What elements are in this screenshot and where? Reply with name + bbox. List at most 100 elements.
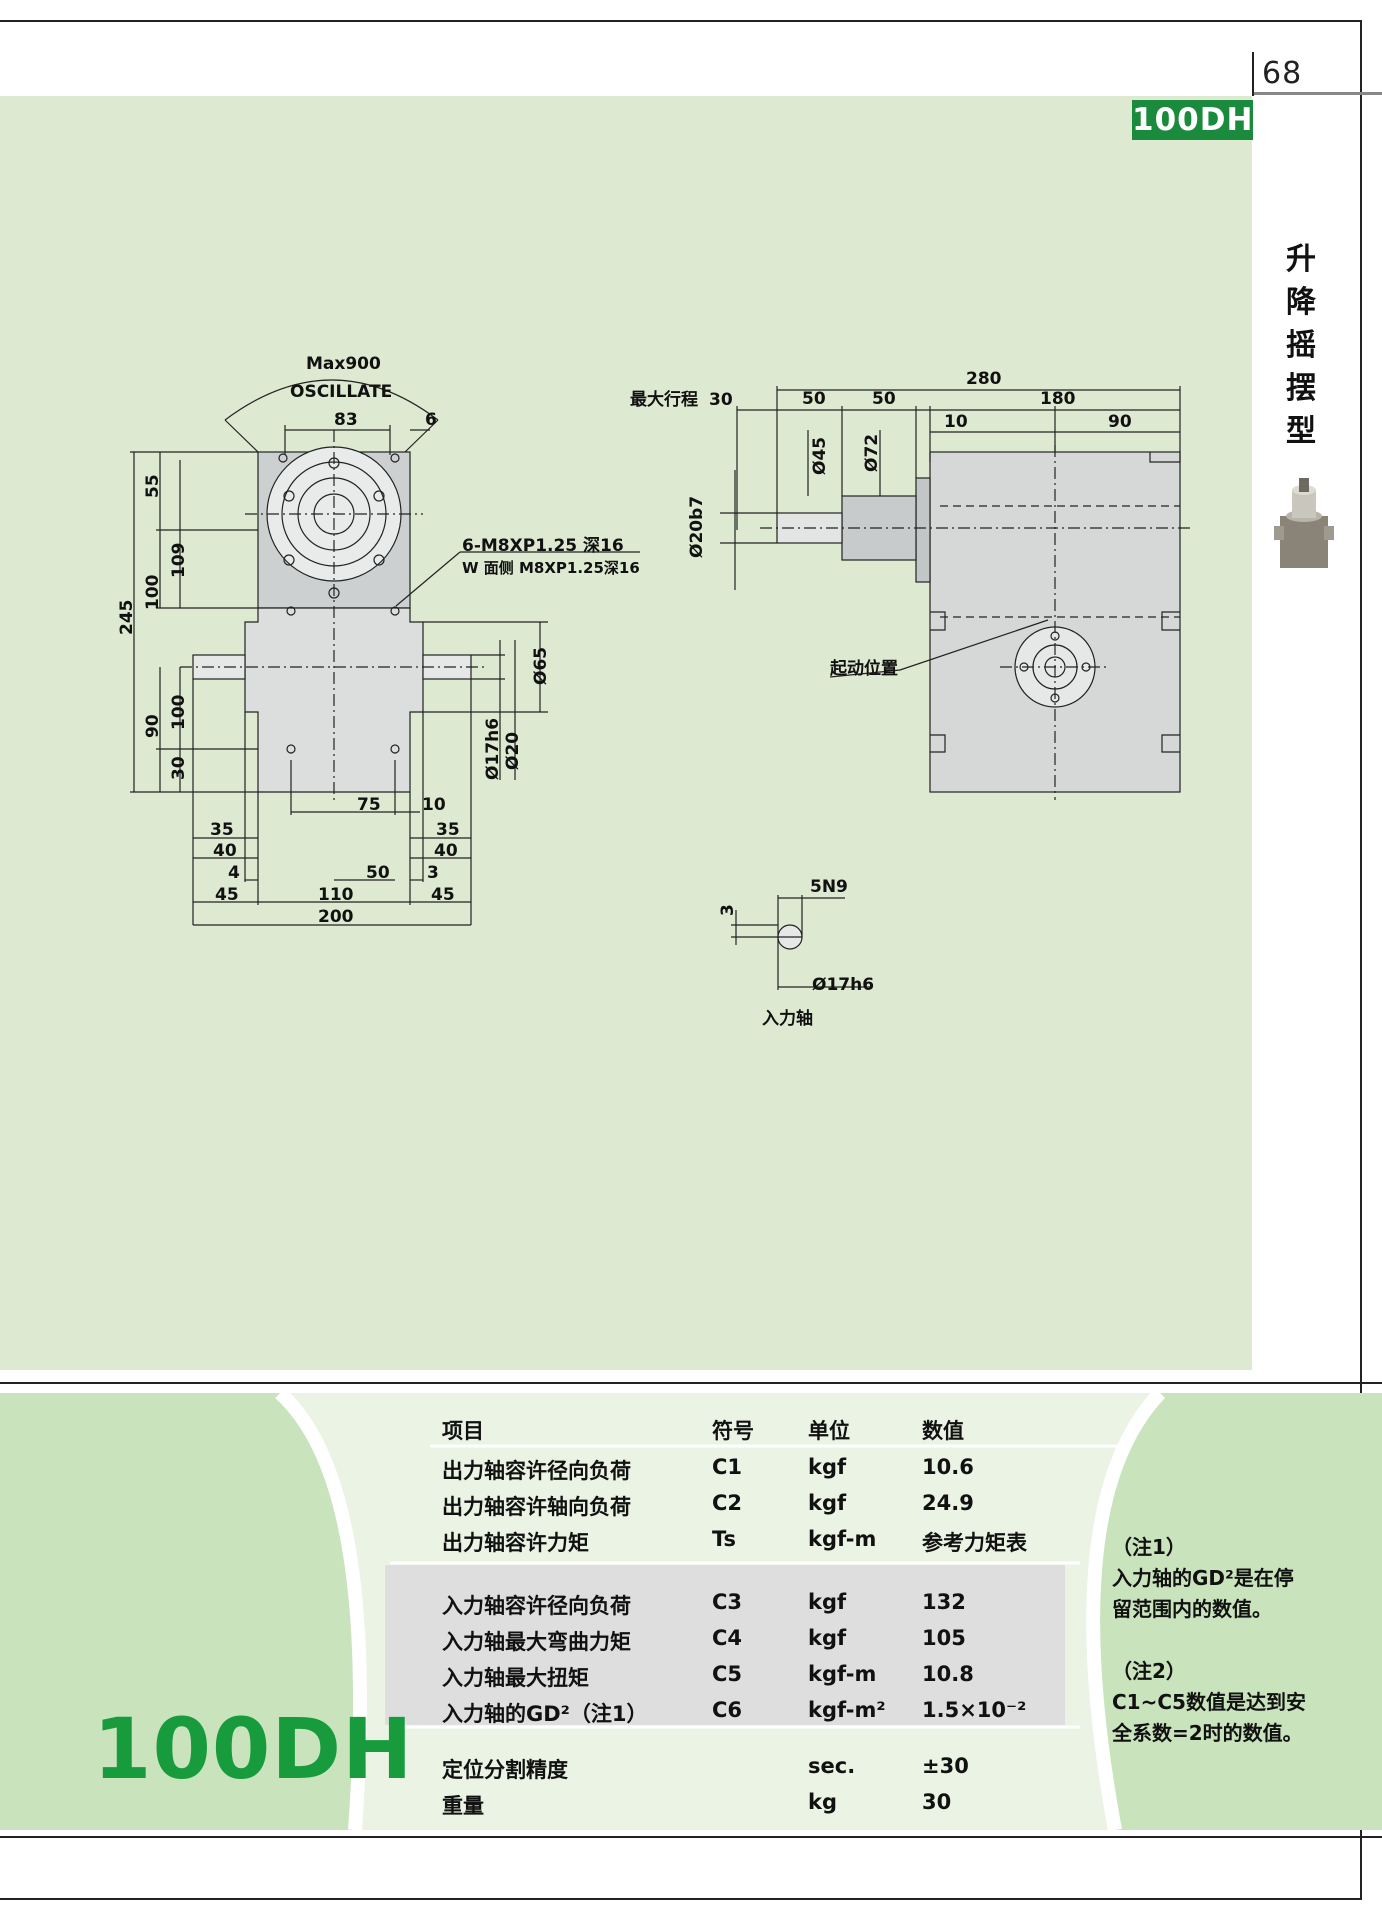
dim: Ø17h6 [812, 975, 874, 995]
dim: 50 [366, 863, 390, 883]
row-item: 入力轴最大扭矩 [442, 1666, 589, 1690]
dim: 50 [802, 389, 826, 409]
dim: Ø65 [531, 647, 551, 685]
category-char: 升 [1286, 242, 1316, 277]
dim: 75 [357, 795, 381, 815]
product-thumbnail [1274, 478, 1334, 568]
frame-right [1360, 20, 1362, 1900]
category-char: 摆 [1286, 371, 1316, 406]
shaft-label: 入力轴 [762, 1008, 813, 1029]
dim: 6 [425, 410, 437, 430]
dim: 100 [169, 694, 189, 730]
dim: 5N9 [810, 877, 848, 897]
row-symbol: C6 [712, 1698, 743, 1722]
row-unit: kgf-m [808, 1527, 877, 1551]
note-text: 入力轴的GD²是在停留范围内的数值。 [1112, 1566, 1294, 1621]
row-unit: kgf [808, 1590, 847, 1614]
row-unit: kgf [808, 1455, 847, 1479]
oscillate-label: OSCILLATE [290, 382, 392, 402]
header-divider [1252, 52, 1254, 96]
dim: 30 [709, 390, 733, 410]
page-number: 68 [1262, 56, 1303, 91]
dim: Ø20 [503, 732, 523, 770]
dim: 35 [436, 820, 460, 840]
oscillate-arc [224, 379, 439, 421]
dim: Ø72 [862, 434, 882, 472]
row-unit: kgf-m² [808, 1698, 886, 1722]
row-unit: kgf [808, 1491, 847, 1515]
row-symbol: C4 [712, 1626, 743, 1650]
stroke-label: 最大行程 [630, 389, 698, 410]
note-title: （注2） [1112, 1659, 1186, 1683]
row-symbol: Ts [712, 1527, 737, 1551]
row-value: 1.5×10⁻² [922, 1698, 1027, 1722]
row-value: 10.6 [922, 1455, 974, 1479]
note-1: （注1） 入力轴的GD²是在停留范围内的数值。 [1112, 1532, 1312, 1625]
dim: 45 [431, 885, 455, 905]
dim: 3 [427, 863, 439, 883]
dim: 90 [1108, 412, 1132, 432]
row-unit: kg [808, 1790, 837, 1814]
row-unit: sec. [808, 1754, 856, 1778]
row-item: 入力轴最大弯曲力矩 [442, 1630, 631, 1654]
dim: 280 [966, 369, 1002, 389]
header-unit: 单位 [808, 1419, 850, 1443]
row-item: 入力轴的GD²（注1） [442, 1702, 648, 1726]
tap-side-note: W 面侧 M8XP1.25深16 [462, 559, 640, 577]
row-symbol: C5 [712, 1662, 743, 1686]
dim: Ø45 [810, 437, 830, 475]
row-value: ±30 [922, 1754, 969, 1778]
row-item: 定位分割精度 [442, 1758, 568, 1782]
frame-top [0, 20, 1362, 22]
header-value: 数值 [922, 1419, 964, 1443]
dim: 30 [169, 756, 189, 780]
category-char: 摇 [1286, 328, 1316, 363]
dim: 55 [143, 474, 163, 498]
model-tab: 100DH [1132, 100, 1254, 140]
row-symbol: C2 [712, 1491, 743, 1515]
category-char: 型 [1286, 414, 1316, 449]
dim: Ø17h6 [483, 718, 503, 780]
frame-bottom [0, 1898, 1362, 1900]
dim: 90 [143, 714, 163, 738]
oscillate-max: Max900 [306, 354, 381, 374]
category-vertical-label: 升 降 摇 摆 型 [1280, 238, 1322, 453]
tap-note: 6-M8XP1.25 深16 [462, 535, 624, 556]
dim: 35 [210, 820, 234, 840]
note-2: （注2） C1~C5数值是达到安 全系数=2时的数值。 [1112, 1656, 1312, 1749]
model-name-large: 100DH [93, 1700, 414, 1798]
row-item: 入力轴容许径向负荷 [442, 1594, 631, 1618]
row-value: 10.8 [922, 1662, 974, 1686]
start-position-label: 起动位置 [829, 658, 898, 679]
row-symbol: C3 [712, 1590, 743, 1614]
dim: 4 [228, 863, 240, 883]
row-value: 参考力矩表 [922, 1531, 1027, 1555]
row-item: 出力轴容许轴向负荷 [442, 1495, 631, 1519]
dim: 109 [169, 543, 189, 579]
row-item: 重量 [442, 1794, 484, 1818]
dim: 180 [1040, 389, 1076, 409]
dim: 3 [718, 904, 738, 916]
row-item: 出力轴容许力矩 [442, 1531, 589, 1555]
band-bottom-rule [0, 1836, 1382, 1838]
row-value: 30 [922, 1790, 952, 1814]
note-title: （注1） [1112, 1535, 1186, 1559]
row-value: 105 [922, 1626, 966, 1650]
header-rule [1252, 92, 1382, 95]
band-top-rule [0, 1382, 1382, 1384]
dim: 83 [334, 410, 358, 430]
row-unit: kgf-m [808, 1662, 877, 1686]
spec-band [0, 1393, 1382, 1830]
row-value: 24.9 [922, 1491, 974, 1515]
dim: 40 [213, 841, 237, 861]
header-symbol: 符号 [712, 1419, 754, 1443]
dim: 50 [872, 389, 896, 409]
note-text: C1~C5数值是达到安 全系数=2时的数值。 [1112, 1690, 1306, 1745]
header-item: 项目 [442, 1419, 484, 1443]
dim: 40 [434, 841, 458, 861]
dim: 10 [944, 412, 968, 432]
category-char: 降 [1286, 285, 1316, 320]
dim: 45 [215, 885, 239, 905]
dim: 110 [318, 885, 354, 905]
